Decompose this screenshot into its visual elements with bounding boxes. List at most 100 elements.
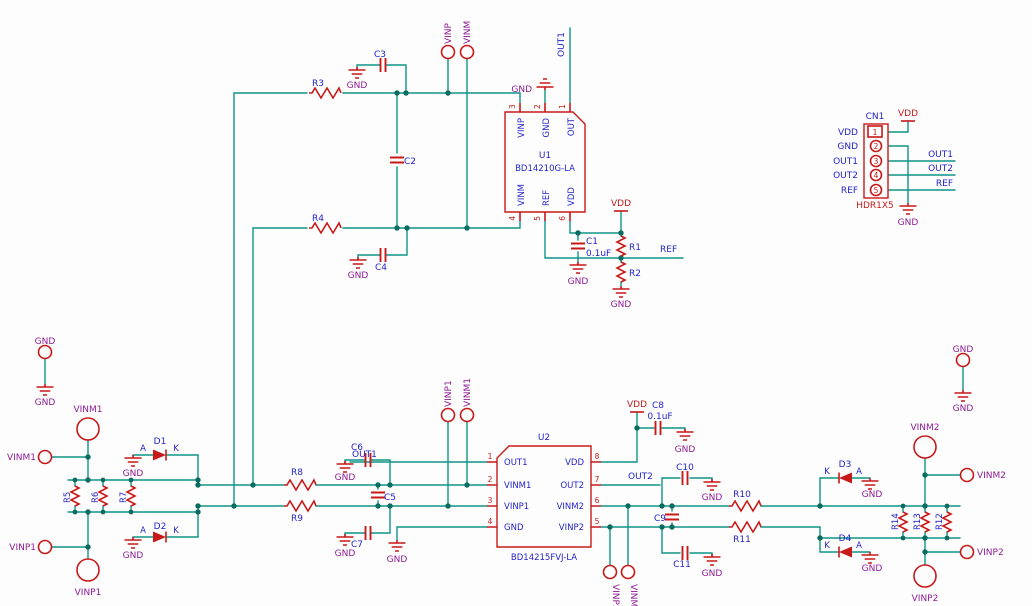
- component-r10[interactable]: R10: [728, 490, 762, 512]
- port-vinm2-small[interactable]: VINM2: [959, 467, 1007, 483]
- cn1-refdes: CN1: [866, 112, 885, 122]
- ground-label: GND: [387, 555, 408, 565]
- c10-ground: GND: [702, 478, 722, 503]
- component-d4[interactable]: D4 K A: [824, 534, 862, 559]
- component-c11[interactable]: C11: [673, 545, 691, 570]
- port-label-vinm1: VINM1: [7, 453, 36, 463]
- d2-refdes: D2: [154, 522, 167, 532]
- u2-pin-number: 1: [488, 452, 493, 461]
- component-r14[interactable]: R14: [891, 511, 908, 533]
- port-vinm2-big[interactable]: VINM2: [910, 423, 940, 459]
- component-c7[interactable]: C7: [351, 525, 372, 550]
- port-label-vinm2: VINM2: [910, 423, 939, 433]
- cn1-pin-name: REF: [841, 186, 858, 196]
- port-vinp1[interactable]: VINP1: [440, 380, 456, 423]
- component-c8[interactable]: C8 0.1uF: [647, 401, 673, 436]
- component-r3[interactable]: R3: [308, 79, 342, 99]
- component-r8[interactable]: R8: [283, 468, 317, 491]
- c1-value: 0.1uF: [586, 249, 611, 259]
- component-r9[interactable]: R9: [283, 500, 317, 524]
- ground-label: GND: [702, 569, 723, 579]
- component-c4[interactable]: C4: [375, 247, 387, 273]
- cn1-pin-number: 1: [873, 128, 878, 137]
- ground-label: GND: [568, 277, 589, 287]
- u2-pin-number: 3: [488, 496, 493, 505]
- ground-label: GND: [611, 300, 632, 310]
- net-label-out2: OUT2: [928, 164, 953, 174]
- port-vinm1[interactable]: VINM1: [459, 378, 475, 423]
- u2-pin4-ground: GND: [387, 539, 408, 565]
- vdd-label: VDD: [611, 199, 631, 209]
- port-vinm[interactable]: VINM: [459, 21, 475, 60]
- cn1-ground: GND: [898, 202, 918, 228]
- c4-ground: GND: [348, 256, 368, 281]
- component-cn1[interactable]: CN1 HDR1X5 1 2 3 4 5 VDD GND OUT1 OUT2 R…: [833, 112, 894, 211]
- port-vinm1-small[interactable]: VINM1: [7, 449, 53, 465]
- component-u2[interactable]: 1 2 3 4 8 7 6 5 OUT1 VINM1 VINP1 GND VDD…: [487, 433, 601, 563]
- component-u1[interactable]: 3 2 1 4 5 6 VINP GND OUT VINM REF VDD U1…: [504, 103, 586, 221]
- port-vinp1-big[interactable]: VINP1: [75, 558, 102, 598]
- component-r13[interactable]: R13: [913, 511, 930, 533]
- port-vinm1-big[interactable]: VINM1: [73, 405, 103, 441]
- ground-label: GND: [953, 404, 974, 414]
- d3-ground: GND: [860, 477, 883, 500]
- component-r11[interactable]: R11: [728, 521, 762, 545]
- vdd-port-u2[interactable]: VDD: [627, 400, 647, 413]
- component-c5[interactable]: C5: [370, 491, 396, 504]
- component-r1[interactable]: R1: [616, 235, 641, 257]
- component-c6[interactable]: C6: [351, 443, 372, 468]
- port-gnd-right[interactable]: GND GND: [953, 345, 974, 414]
- component-d2[interactable]: D2 A K: [140, 522, 179, 544]
- c6-refdes: C6: [351, 443, 363, 453]
- port-vinp[interactable]: VINP: [440, 22, 456, 60]
- component-c10[interactable]: C10: [676, 463, 694, 486]
- port-label-gnd: GND: [35, 337, 56, 347]
- d1-anode-label: A: [140, 444, 146, 454]
- u1-pin-number: 2: [533, 104, 542, 109]
- component-r5[interactable]: R5: [63, 485, 80, 507]
- component-r4[interactable]: R4: [308, 214, 342, 234]
- c8-refdes: C8: [652, 401, 664, 411]
- port-vinm2-bottom[interactable]: VINM2: [620, 564, 639, 606]
- u2-pin-name: VINP1: [504, 502, 529, 512]
- port-gnd-left[interactable]: GND GND: [35, 337, 56, 408]
- r6-refdes: R6: [91, 492, 101, 503]
- component-d3[interactable]: D3 K A: [824, 460, 862, 485]
- component-r2[interactable]: R2: [616, 261, 641, 283]
- u2-pin-name: OUT2: [560, 481, 584, 491]
- vdd-port-u1[interactable]: VDD: [611, 199, 631, 212]
- component-r7[interactable]: R7: [119, 485, 136, 507]
- port-label-vinm2: VINM2: [977, 471, 1006, 481]
- component-r6[interactable]: R6: [91, 485, 108, 507]
- d3-refdes: D3: [839, 460, 852, 470]
- component-c3[interactable]: C3: [374, 50, 387, 73]
- d1-cathode-label: K: [173, 444, 179, 454]
- d1-ground: GND: [123, 454, 143, 479]
- component-d1[interactable]: D1 A K: [140, 437, 179, 462]
- vdd-port-cn1[interactable]: VDD: [898, 109, 918, 122]
- u2-pin-name: VINM1: [504, 481, 531, 491]
- cn1-part-number: HDR1X5: [856, 201, 894, 211]
- d4-anode-label: A: [856, 541, 862, 551]
- u1-pin-number: 4: [508, 216, 517, 221]
- port-vinp2-small[interactable]: VINP2: [959, 544, 1004, 560]
- ground-label: GND: [862, 490, 883, 500]
- component-r12[interactable]: R12: [935, 511, 952, 533]
- cn1-pin-number: 2: [874, 142, 879, 151]
- junction-dots: [72, 90, 950, 555]
- port-vinp2-big[interactable]: VINP2: [912, 564, 939, 604]
- component-c9[interactable]: C9: [654, 513, 680, 524]
- ground-label: GND: [35, 398, 56, 408]
- u2-pin-name: VINM2: [557, 502, 584, 512]
- component-c1[interactable]: C1 0.1uF: [570, 237, 611, 259]
- net-label-ref: REF: [660, 245, 677, 255]
- c5-refdes: C5: [384, 493, 396, 503]
- port-vinp1-small[interactable]: VINP1: [9, 539, 53, 555]
- port-vinp2-bottom[interactable]: VINP2: [602, 564, 621, 606]
- port-label-vinp2: VINP2: [912, 594, 939, 604]
- component-c2[interactable]: C2: [389, 156, 416, 167]
- u2-part-number: BD14215FVJ-LA: [511, 553, 577, 563]
- port-label-vinm2: VINM2: [628, 584, 638, 606]
- c10-refdes: C10: [676, 463, 694, 473]
